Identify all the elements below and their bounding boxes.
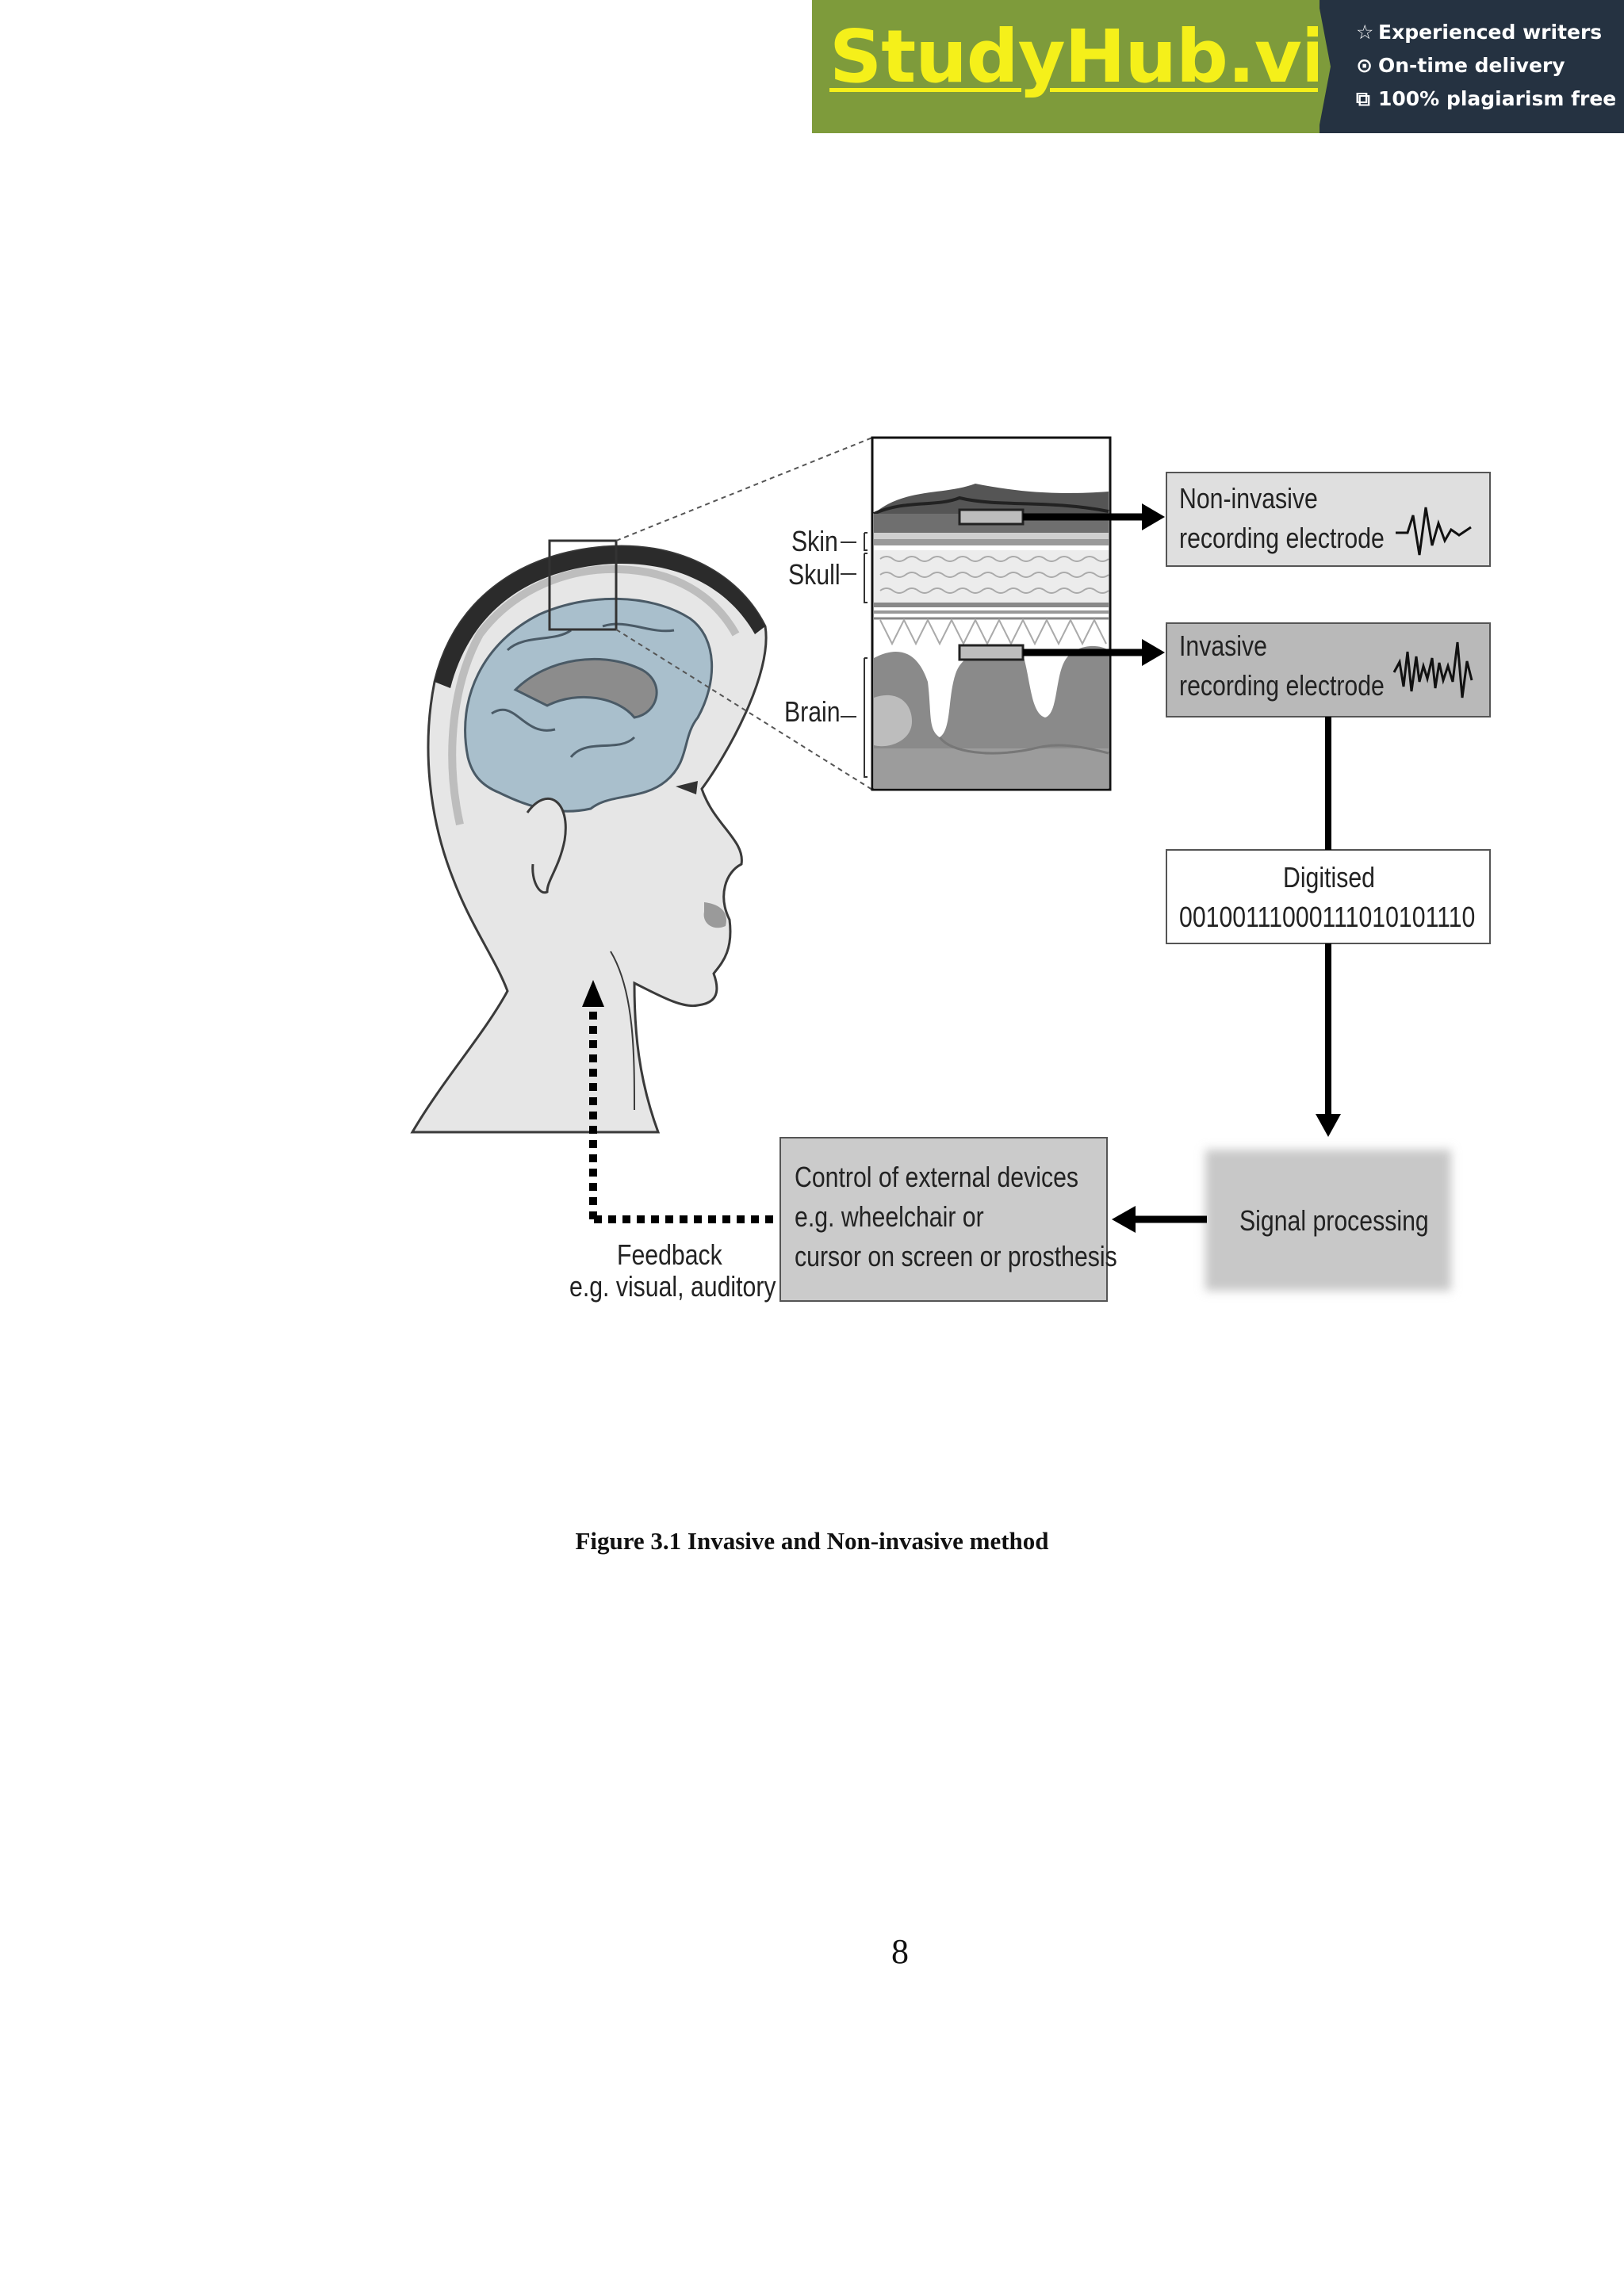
control-label-line1: Control of external devices: [795, 1161, 1079, 1193]
signal-processing-label: Signal processing: [1239, 1204, 1429, 1237]
page-number: 8: [891, 1932, 909, 1971]
copy-icon: ⧉: [1356, 87, 1370, 110]
tagline-plagiarism: ⧉100% plagiarism free: [1356, 87, 1617, 110]
head-illustration: [410, 545, 768, 1134]
layer-brackets: [841, 532, 868, 778]
brain-label: Brain: [784, 695, 841, 728]
zoom-line-bottom: [615, 629, 873, 790]
noninvasive-label-line2: recording electrode: [1179, 522, 1385, 554]
control-box: [779, 1137, 1108, 1302]
feedback-arrow: [582, 980, 773, 1223]
star-icon: ☆: [1356, 21, 1374, 44]
feedback-label-line2: e.g. visual, auditory: [569, 1270, 776, 1303]
noninvasive-label-line1: Non-invasive: [1179, 482, 1318, 515]
noninvasive-box: [1166, 472, 1491, 567]
clock-icon: ⊙: [1356, 54, 1373, 77]
noninvasive-electrode: [958, 508, 1025, 526]
control-label-line2: e.g. wheelchair or: [795, 1200, 984, 1233]
tissue-cross-section: [871, 436, 1112, 791]
skull-label: Skull: [788, 558, 841, 591]
feedback-label-line1: Feedback: [617, 1238, 722, 1271]
noninvasive-waveform: [1396, 507, 1472, 556]
skin-label: Skin: [791, 525, 838, 557]
signal-processing-box: [1205, 1150, 1451, 1291]
banner-taglines: ☆Experienced writers ⊙On-time delivery ⧉…: [1318, 0, 1624, 133]
tagline-experienced: ☆Experienced writers: [1356, 21, 1603, 44]
digitised-label: Digitised: [1283, 861, 1375, 894]
control-label-line3: cursor on screen or prosthesis: [795, 1240, 1117, 1272]
invasive-waveform: [1392, 641, 1473, 698]
invasive-electrode: [958, 644, 1025, 661]
tagline-delivery: ⊙On-time delivery: [1356, 54, 1565, 77]
zoom-line-top: [615, 437, 873, 541]
studyhub-logo[interactable]: StudyHub.vip: [812, 0, 1332, 133]
invasive-label-line2: recording electrode: [1179, 669, 1385, 702]
digitised-box: [1166, 849, 1491, 944]
invasive-box: [1166, 622, 1491, 718]
logo-text: StudyHub.vip: [829, 14, 1377, 99]
figure-caption: Figure 3.1 Invasive and Non-invasive met…: [575, 1527, 1049, 1555]
ad-banner[interactable]: StudyHub.vip ☆Experienced writers ⊙On-ti…: [812, 0, 1624, 133]
flow-arrows: [1023, 503, 1341, 1233]
digitised-binary: 00100111000111010101110: [1179, 901, 1476, 933]
invasive-label-line1: Invasive: [1179, 629, 1267, 662]
zoom-region-box: [548, 539, 618, 631]
